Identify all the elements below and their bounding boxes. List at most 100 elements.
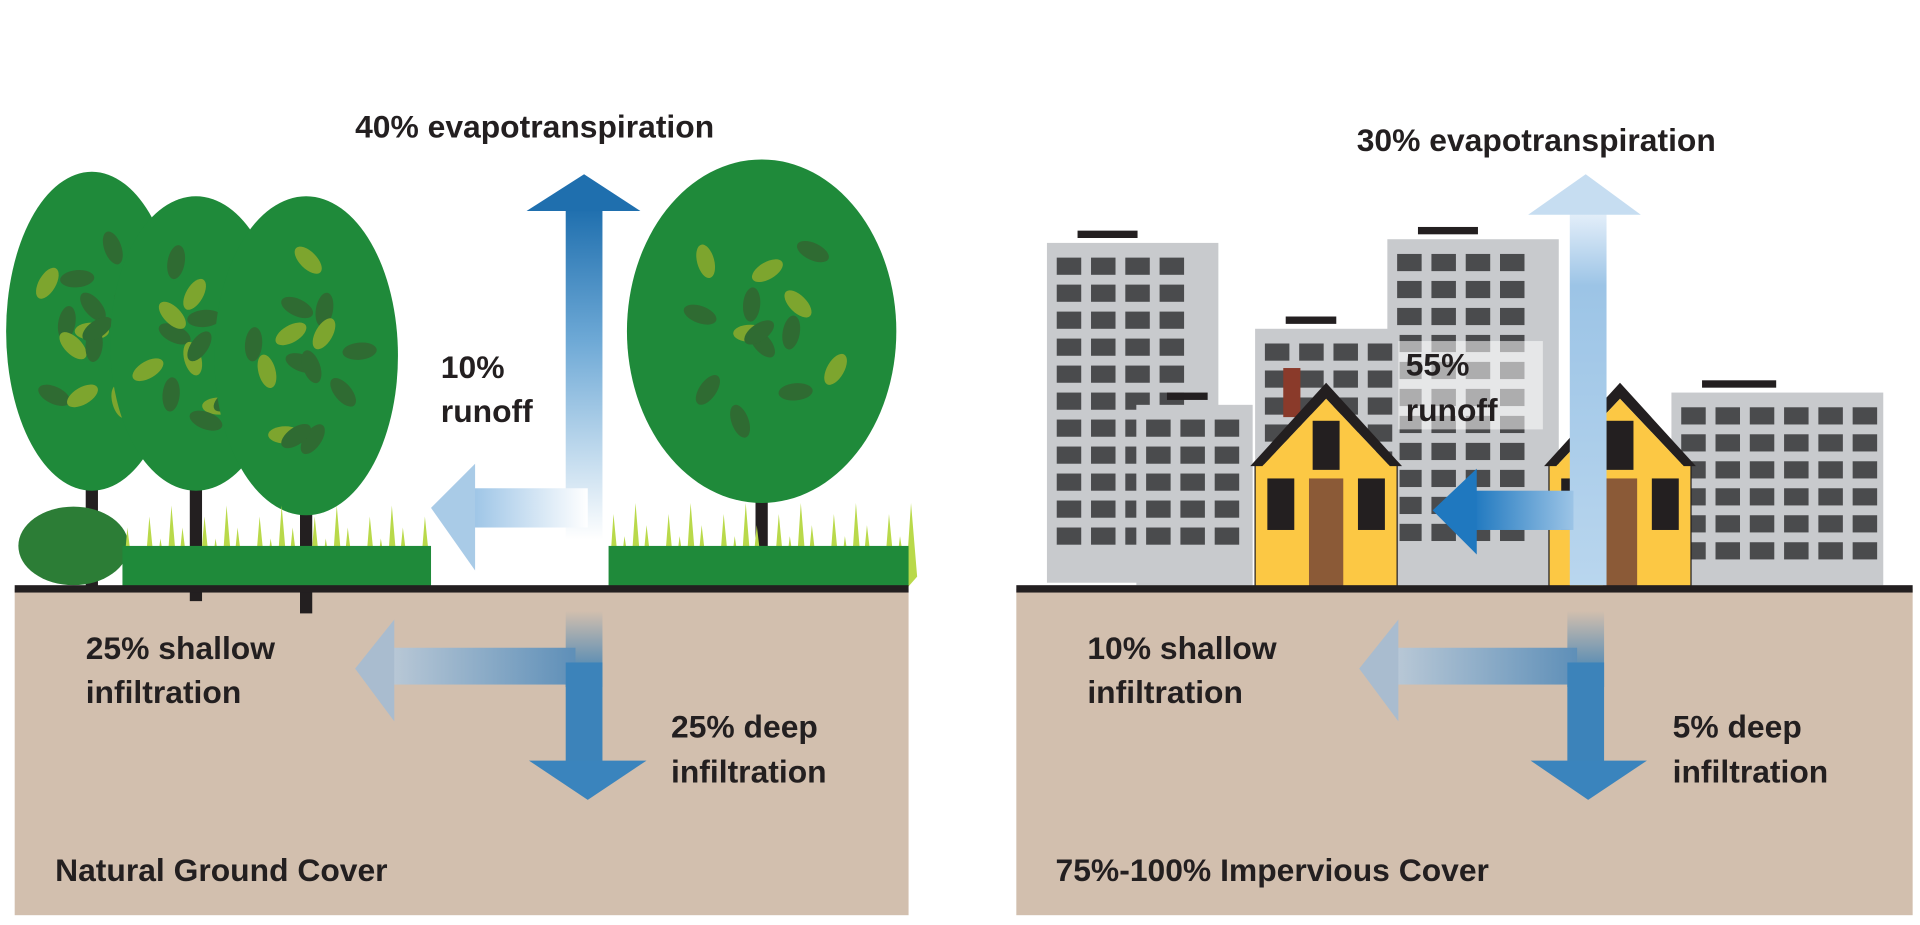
shallow-label-line1-right: 10% shallow [1087,630,1277,666]
building-window [1091,473,1116,491]
evapotranspiration-arrow-right [1528,174,1641,586]
house-roof [1250,382,1403,467]
building-window [1180,419,1205,437]
deep-label-line1-right: 5% deep [1673,708,1802,744]
building-window [1397,523,1422,542]
leaf-patch [301,350,322,384]
house-window [1267,478,1295,530]
building-window [1056,392,1082,410]
building-window [1784,434,1809,452]
building-window [1852,488,1878,506]
building-window [1431,253,1456,272]
building-window [1715,488,1740,506]
house-window [1651,478,1679,530]
building-window [1125,338,1150,356]
building-window [1367,370,1393,388]
building-window [1056,500,1082,518]
building-window [1180,446,1205,464]
building-window [1159,284,1185,302]
building-window [1091,284,1116,302]
building-window [1681,407,1706,425]
building-window [1852,461,1878,479]
deep-infiltration-arrow-right [1530,662,1647,800]
evapotranspiration-label-right: 30% evapotranspiration [1357,122,1716,158]
building-window [1146,419,1171,437]
leaf-patch [281,423,311,449]
building-window [1715,407,1740,425]
roof-unit [1702,380,1777,388]
house-door [1602,478,1638,587]
building-window [1465,442,1491,461]
building-window [1180,500,1205,518]
shallow-label-line1-left: 25% shallow [86,630,276,666]
building-window [1500,442,1525,461]
shallow-label-line2-left: infiltration [86,674,242,710]
roof-unit [1285,316,1337,324]
building-window [1091,365,1116,383]
leaf-patch [36,267,59,299]
ground-line-right [1016,585,1913,593]
house-door [1308,478,1344,587]
soil-right [1016,588,1913,916]
building-window [1465,307,1491,326]
building-window [1749,461,1775,479]
trees-left-icon [6,159,897,614]
building-window [1818,461,1843,479]
building-window [1125,257,1150,275]
building-window [1091,338,1116,356]
deep-infiltration-arrow-left [528,662,647,800]
house-window [1606,420,1634,470]
building-window [1397,469,1422,488]
leaf-patch [796,240,829,263]
building-window [1091,527,1116,545]
building-window [1431,442,1456,461]
building-window [1749,515,1775,533]
building-window [1214,500,1240,518]
building-window [1214,446,1240,464]
roof-unit [1077,230,1138,238]
leaf-patch [695,374,720,405]
bush [18,506,129,586]
grass-icon [122,502,918,587]
leaf-patch [275,322,307,346]
leaf-patch [784,290,812,318]
building-window [1056,338,1082,356]
house-roof [1544,382,1696,467]
leaf-patch [60,270,95,288]
building-window [1500,469,1525,488]
caption-left: Natural Ground Cover [55,852,387,888]
building-window [1852,515,1878,533]
deep-label-line2-left: infiltration [671,754,827,790]
roof-unit [1417,226,1478,235]
building-window [1091,500,1116,518]
leaf-patch [330,378,356,407]
runoff-arrow-right [1432,468,1574,555]
runoff-word-label-left: runoff [441,393,533,429]
building-window [1818,434,1843,452]
building-window [1852,407,1878,425]
building-window [1091,311,1116,329]
leaf-patch [744,320,775,345]
building-window [1465,253,1491,272]
leaf-patch [782,315,801,350]
building-window [1091,257,1116,275]
leaf-patch [315,292,334,327]
building-window [1299,370,1324,388]
building-window [1715,542,1740,560]
roof-unit [1166,392,1208,400]
building-window [1214,419,1240,437]
building-window [1784,515,1809,533]
building-window [1125,284,1150,302]
leaf-patch [132,358,164,382]
building-window [1852,434,1878,452]
caption-right: 75%-100% Impervious Cover [1056,852,1489,888]
leaf-patch [67,384,98,408]
building-window [1299,343,1324,361]
building-window [1681,434,1706,452]
building-window [1091,446,1116,464]
building-window [1784,461,1809,479]
building-window [1784,407,1809,425]
building-window [1367,397,1393,415]
leaf-patch [102,231,123,265]
